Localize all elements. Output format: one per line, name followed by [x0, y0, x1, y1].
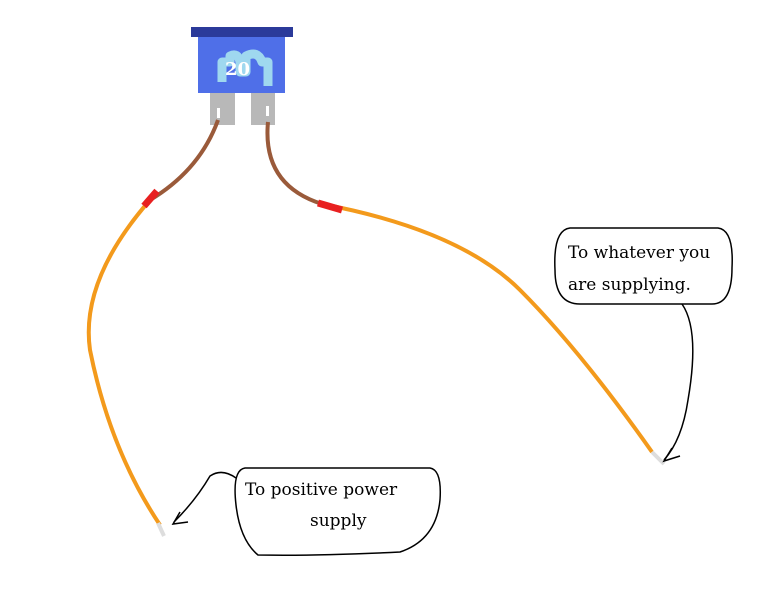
- fuse-cap: [191, 27, 293, 37]
- wire-end-left: [156, 522, 166, 537]
- callout-supply-line1: To positive power: [245, 480, 398, 500]
- callout-supply-line2: supply: [310, 511, 367, 531]
- callout-load: To whatever you are supplying.: [554, 227, 733, 463]
- blade-fuse: 20: [191, 27, 293, 125]
- fuse-leg-right: [251, 93, 275, 125]
- wire-end-right: [650, 450, 666, 466]
- fuse-rating: 20: [225, 59, 250, 80]
- supply-wire: [86, 119, 220, 537]
- callout-load-line2: are supplying.: [568, 275, 691, 295]
- callout-load-line1: To whatever you: [568, 243, 710, 263]
- fuse-element: [217, 49, 273, 86]
- fuse-leg-left: [210, 93, 235, 125]
- callout-supply: To positive power supply: [171, 467, 442, 556]
- load-wire: [265, 121, 666, 466]
- splice-right: [317, 199, 343, 214]
- splice-left: [141, 188, 160, 209]
